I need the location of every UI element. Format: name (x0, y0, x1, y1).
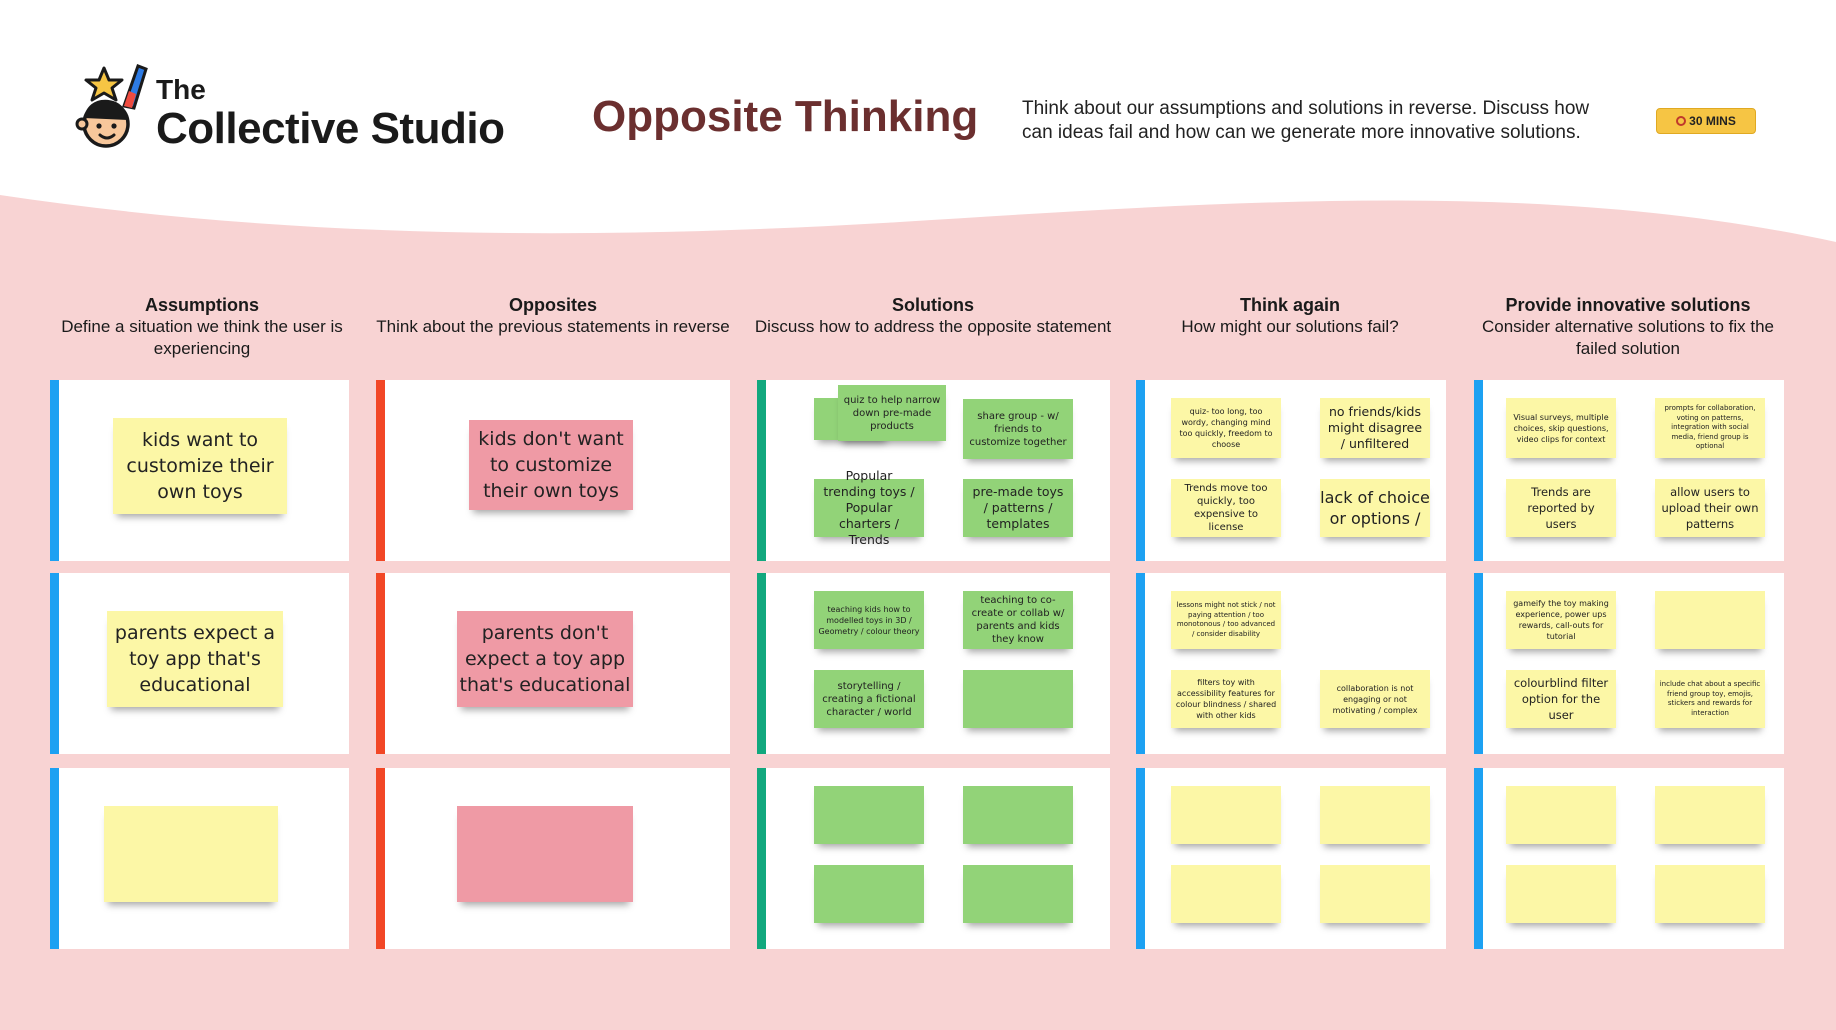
assumptions-card-row-3[interactable] (50, 768, 349, 949)
sticky-note-empty[interactable] (1171, 865, 1281, 923)
column-subheading: Define a situation we think the user is … (61, 317, 343, 358)
think-again-card-row-1[interactable]: quiz- too long, too wordy, changing mind… (1136, 380, 1446, 561)
sticky-note[interactable]: lack of choice or options / (1320, 479, 1430, 537)
think-again-card-row-2[interactable]: lessons might not stick / not paying att… (1136, 573, 1446, 754)
sticky-note-empty[interactable] (963, 786, 1073, 844)
column-subheading: How might our solutions fail? (1181, 317, 1399, 336)
column-color-bar (757, 380, 766, 561)
column-color-bar (757, 573, 766, 754)
sticky-note[interactable]: quiz- too long, too wordy, changing mind… (1171, 398, 1281, 458)
sticky-note[interactable]: pre-made toys / patterns / templates (963, 479, 1073, 537)
column-heading: Provide innovative solutions (1505, 295, 1751, 315)
column-color-bar (50, 380, 59, 561)
column-heading: Opposites (508, 295, 597, 315)
column-subheading: Consider alternative solutions to fix th… (1482, 317, 1774, 358)
opposites-card-row-2[interactable]: parents don't expect a toy app that's ed… (376, 573, 730, 754)
logo-text-studio: Collective Studio (156, 104, 505, 153)
column-heading: Think again (1239, 295, 1340, 315)
column-color-bar (1136, 380, 1145, 561)
column-heading: Solutions (892, 295, 974, 315)
sticky-note-empty[interactable] (457, 806, 633, 902)
timer-label: 30 MINS (1689, 114, 1736, 128)
column-color-bar (376, 573, 385, 754)
solutions-card-row-2[interactable]: teaching kids how to modelled toys in 3D… (757, 573, 1110, 754)
sticky-note-empty[interactable] (1320, 865, 1430, 923)
column-color-bar (1136, 768, 1145, 949)
column-color-bar (1474, 768, 1483, 949)
sticky-note[interactable]: no friends/kids might disagree / unfilte… (1320, 398, 1430, 458)
sticky-note-empty[interactable] (1655, 591, 1765, 649)
opposites-card-row-1[interactable]: kids don't want to customize their own t… (376, 380, 730, 561)
sticky-note[interactable]: prompts for collaboration, voting on pat… (1655, 398, 1765, 458)
sticky-note[interactable]: Popular trending toys / Popular charters… (814, 468, 924, 547)
sticky-note[interactable]: kids want to customize their own toys (113, 418, 287, 514)
column-color-bar (1474, 380, 1483, 561)
column-header-innovative: Provide innovative solutions Consider al… (1476, 294, 1780, 360)
column-color-bar (1136, 573, 1145, 754)
sticky-note-empty[interactable] (1171, 786, 1281, 844)
sticky-note[interactable]: filters toy with accessibility features … (1171, 670, 1281, 728)
column-heading: Assumptions (144, 295, 259, 315)
column-subheading: Discuss how to address the opposite stat… (754, 317, 1112, 336)
logo-text-the: The (156, 74, 206, 105)
innovative-card-row-3[interactable] (1474, 768, 1784, 949)
assumptions-card-row-2[interactable]: parents expect a toy app that's educatio… (50, 573, 349, 754)
collective-studio-logo: The Collective Studio (72, 58, 512, 158)
sticky-note-empty[interactable] (963, 670, 1073, 728)
sticky-note[interactable]: allow users to upload their own patterns (1655, 479, 1765, 537)
sticky-note[interactable]: quiz to help narrow down pre-made produc… (838, 385, 946, 441)
sticky-note-empty[interactable] (1506, 865, 1616, 923)
sticky-note-empty[interactable] (1655, 865, 1765, 923)
column-color-bar (50, 768, 59, 949)
alarm-clock-icon (1676, 116, 1687, 126)
board-description: Think about our assumptions and solution… (1022, 98, 1590, 143)
column-color-bar (50, 573, 59, 754)
sticky-note[interactable]: Trends move too quickly, too expensive t… (1171, 479, 1281, 537)
sticky-note-empty[interactable] (814, 786, 924, 844)
assumptions-card-row-1[interactable]: kids want to customize their own toys (50, 380, 349, 561)
opposites-card-row-3[interactable] (376, 768, 730, 949)
innovative-card-row-2[interactable]: gameify the toy making experience, power… (1474, 573, 1784, 754)
sticky-note[interactable]: Visual surveys, multiple choices, skip q… (1506, 398, 1616, 458)
sticky-note[interactable]: teaching to co-create or collab w/ paren… (963, 591, 1073, 649)
column-color-bar (757, 768, 766, 949)
sticky-note[interactable]: parents don't expect a toy app that's ed… (457, 611, 633, 707)
innovative-card-row-1[interactable]: Visual surveys, multiple choices, skip q… (1474, 380, 1784, 561)
column-color-bar (376, 380, 385, 561)
sticky-note[interactable]: Trends are reported by users (1506, 479, 1616, 537)
column-header-solutions: Solutions Discuss how to address the opp… (752, 294, 1114, 338)
sticky-note[interactable]: storytelling / creating a fictional char… (814, 670, 924, 728)
sticky-note[interactable]: collaboration is not engaging or not mot… (1320, 670, 1430, 728)
sticky-note[interactable]: share group - w/ friends to customize to… (963, 399, 1073, 459)
sticky-note-empty[interactable] (1506, 786, 1616, 844)
sticky-note[interactable]: kids don't want to customize their own t… (469, 420, 633, 510)
solutions-card-row-3[interactable] (757, 768, 1110, 949)
sticky-note-empty[interactable] (104, 806, 278, 902)
sticky-note[interactable]: include chat about a specific friend gro… (1655, 670, 1765, 728)
column-header-assumptions: Assumptions Define a situation we think … (52, 294, 352, 360)
column-color-bar (376, 768, 385, 949)
sticky-note-empty[interactable] (963, 865, 1073, 923)
think-again-card-row-3[interactable] (1136, 768, 1446, 949)
sticky-note[interactable]: parents expect a toy app that's educatio… (107, 611, 283, 707)
column-color-bar (1474, 573, 1483, 754)
board-title: Opposite Thinking (592, 92, 979, 141)
column-header-opposites: Opposites Think about the previous state… (372, 294, 734, 338)
sticky-note[interactable]: lessons might not stick / not paying att… (1171, 591, 1281, 649)
timer-badge[interactable]: 30 MINS (1656, 108, 1756, 134)
logo-mascot-icon (75, 64, 148, 148)
column-header-think-again: Think again How might our solutions fail… (1140, 294, 1440, 338)
sticky-note-empty[interactable] (1320, 786, 1430, 844)
sticky-note-empty[interactable] (1655, 786, 1765, 844)
sticky-note[interactable]: gameify the toy making experience, power… (1506, 591, 1616, 649)
sticky-note[interactable]: colourblind filter option for the user (1506, 670, 1616, 728)
sticky-note-empty[interactable] (814, 865, 924, 923)
column-subheading: Think about the previous statements in r… (376, 317, 730, 336)
solutions-card-row-1[interactable]: quiz to help narrow down pre-made produc… (757, 380, 1110, 561)
sticky-note[interactable]: teaching kids how to modelled toys in 3D… (814, 591, 924, 649)
